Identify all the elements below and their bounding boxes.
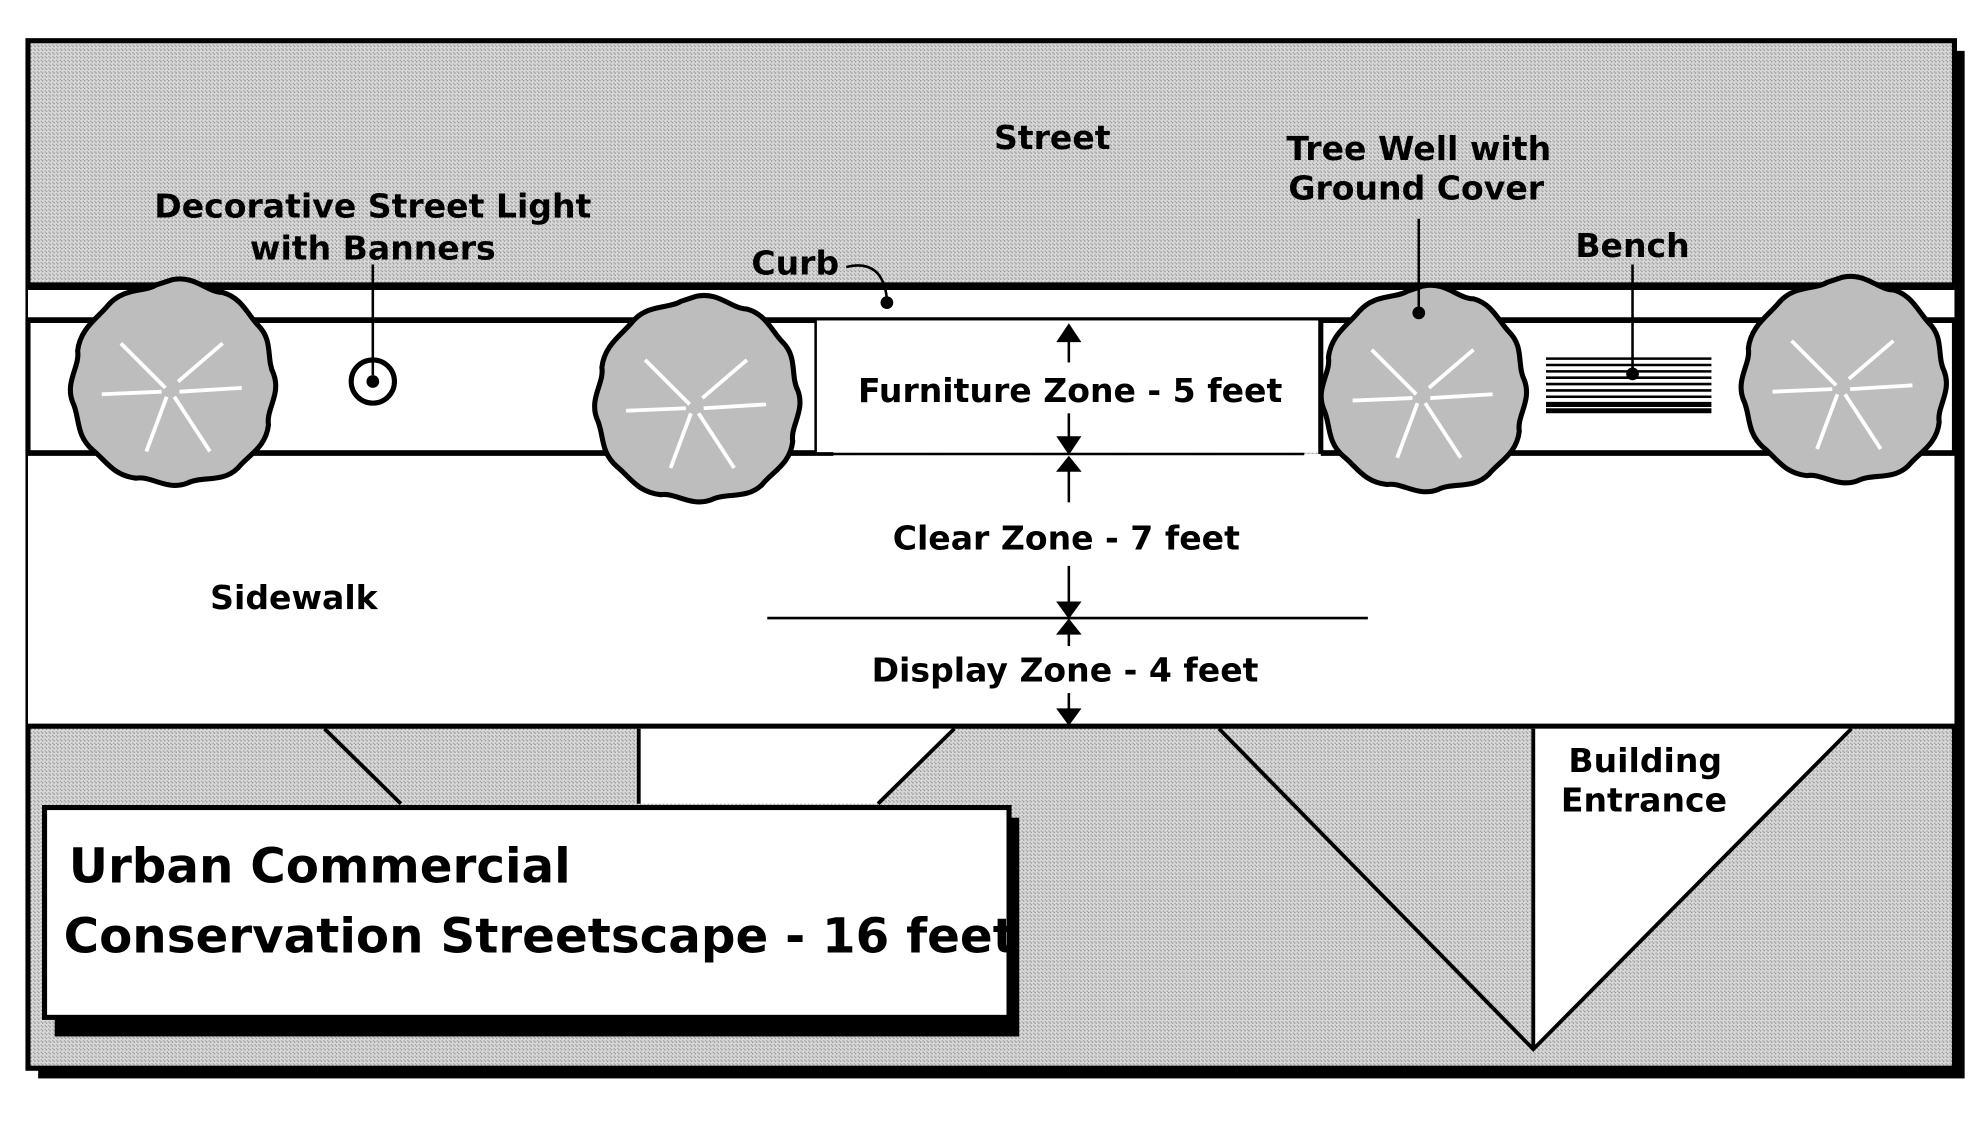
bench-label: Bench (1575, 226, 1689, 265)
sidewalk (27, 454, 1955, 725)
street-light-label: with Banners (250, 228, 496, 267)
title-line-1: Urban Commercial (69, 839, 571, 895)
title-box (41, 804, 1012, 1020)
dimension-arrows (1056, 323, 1082, 726)
curb-label: Curb (751, 244, 839, 283)
storefront-lines (323, 727, 956, 806)
sidewalk-label: Sidewalk (210, 578, 378, 617)
tree-well-label: Ground Cover (1288, 169, 1544, 208)
display-zone-label: Display Zone - 4 feet (872, 651, 1259, 690)
curb-leader (845, 264, 894, 310)
tree-well-label: Tree Well with (1286, 129, 1551, 168)
title-line-2: Conservation Streetscape - 16 feet (64, 909, 1016, 965)
street-light-icon (348, 264, 397, 406)
storefront-recess (638, 728, 955, 804)
building-entrance-label: Building (1568, 741, 1722, 780)
street-label: Street (994, 118, 1111, 157)
clear-zone-label: Clear Zone - 7 feet (893, 518, 1240, 557)
tree-well-leader (1412, 218, 1426, 320)
tree-well-icon (595, 295, 800, 502)
street-light-label: Decorative Street Light (154, 186, 591, 225)
tree-well-icon (1741, 276, 1946, 483)
furniture-zone-label: Furniture Zone - 5 feet (858, 371, 1282, 410)
building-entrance-label: Entrance (1561, 780, 1727, 819)
tree-well-icon (70, 279, 275, 486)
bench-icon (1546, 264, 1712, 414)
